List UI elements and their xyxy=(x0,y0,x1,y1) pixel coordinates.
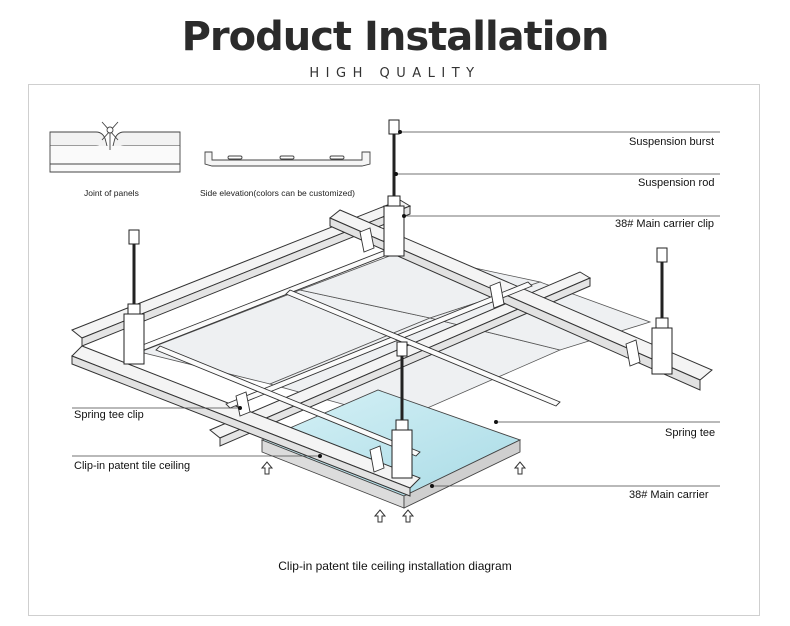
spring-tee-clips xyxy=(235,227,641,473)
up-arrow-icon xyxy=(260,461,274,475)
leader-dots xyxy=(238,130,498,488)
up-arrow-icon xyxy=(401,509,415,523)
diagram-caption: Clip-in patent tile ceiling installation… xyxy=(278,559,512,573)
page-title: Product Installation xyxy=(181,14,610,60)
suspension-rod-label: Suspension rod xyxy=(638,177,715,189)
side-elevation-label: Side elevation(colors can be customized) xyxy=(200,188,355,198)
clip-in-ceiling-label: Clip-in patent tile ceiling xyxy=(74,460,191,472)
page-subtitle: HIGH QUALITY xyxy=(309,66,481,81)
suspension-burst-label: Suspension burst xyxy=(629,136,714,148)
main-carrier-clip-label: 38# Main carrier clip xyxy=(615,218,715,230)
main-carrier-label: 38# Main carrier xyxy=(629,489,709,501)
cross-carriers xyxy=(71,209,713,497)
leader-lines xyxy=(72,131,720,487)
arrow-icons xyxy=(260,461,527,523)
side-elevation-inset xyxy=(204,151,371,167)
joint-of-panels-label: Joint of panels xyxy=(84,188,139,198)
up-arrow-icon xyxy=(513,461,527,475)
diagram-frame xyxy=(28,84,760,616)
spring-tee-clip-label: Spring tee clip xyxy=(74,409,144,421)
suspension-rods xyxy=(123,119,673,479)
spring-tee-label: Spring tee xyxy=(665,427,716,439)
joint-of-panels-inset xyxy=(49,121,181,173)
up-arrow-icon xyxy=(373,509,387,523)
